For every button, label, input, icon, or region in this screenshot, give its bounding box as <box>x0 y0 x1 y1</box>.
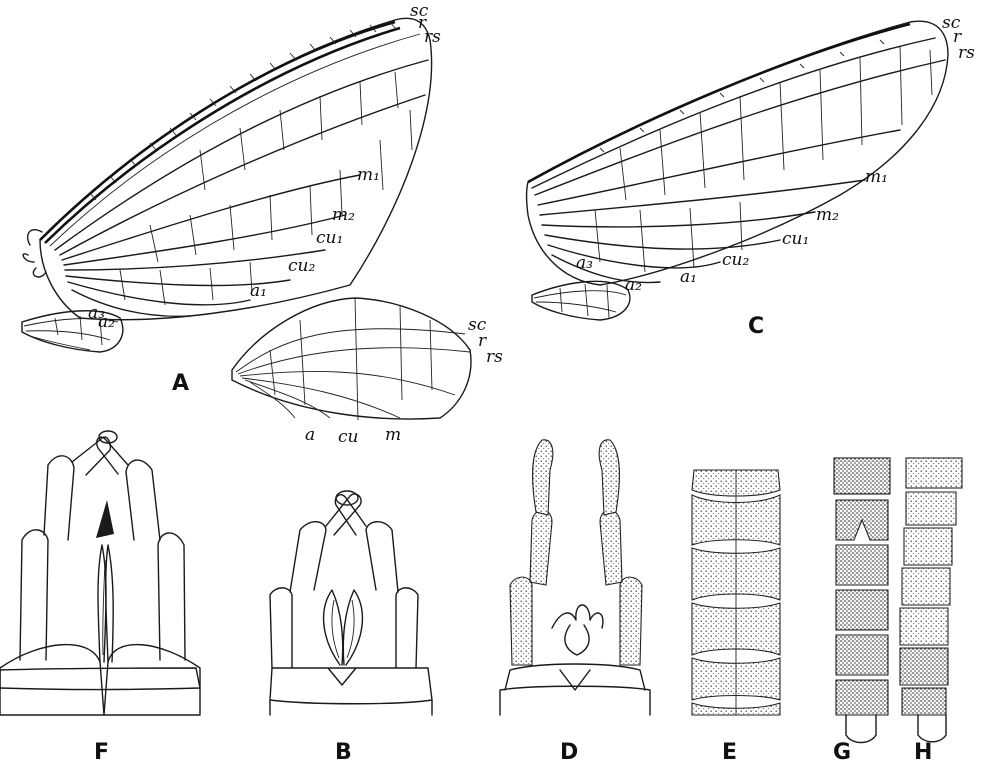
panel-label-D: D <box>560 740 578 764</box>
forewing-A-labels: sc r rs m₁ m₂ cu₁ cu₂ a₁ a₂ a₃ A <box>88 1 441 396</box>
label-A-a3: a₃ <box>88 303 105 323</box>
label-C-rs: rs <box>958 43 975 63</box>
abdomen-H: H <box>900 458 962 764</box>
panel-label-G: G <box>833 740 851 764</box>
label-C-a2: a₂ <box>625 275 642 295</box>
label-C-cu2: cu₂ <box>722 250 749 270</box>
abdomen-E: E <box>692 470 780 764</box>
label-C-m2: m₂ <box>816 205 839 225</box>
genitalia-B: B <box>270 491 432 764</box>
label-A-cu1: cu₁ <box>316 228 343 248</box>
label-hw-rs: rs <box>486 347 503 367</box>
label-A-m2: m₂ <box>332 205 355 225</box>
genitalia-D: D <box>500 440 650 764</box>
label-hw-cu: cu <box>338 427 358 447</box>
abdomen-G: G <box>833 458 890 764</box>
panel-label-F: F <box>94 740 109 764</box>
label-hw-m: m <box>385 425 401 445</box>
panel-label-H: H <box>914 740 932 764</box>
label-C-m1: m₁ <box>865 167 888 187</box>
label-C-cu1: cu₁ <box>782 229 809 249</box>
label-hw-a: a <box>305 425 315 445</box>
label-C-a1: a₁ <box>680 267 697 287</box>
panel-label-C: C <box>748 314 764 339</box>
hindwing-enlarged <box>232 298 471 420</box>
panel-label-B: B <box>335 740 352 764</box>
panel-label-E: E <box>722 740 737 764</box>
label-A-rs: rs <box>424 27 441 47</box>
label-A-cu2: cu₂ <box>288 256 315 276</box>
genitalia-F: F <box>0 431 200 764</box>
forewing-A <box>22 18 432 352</box>
label-C-a3: a₃ <box>576 253 593 273</box>
panel-label-A: A <box>172 371 189 396</box>
label-A-a1: a₁ <box>250 281 267 301</box>
forewing-C-labels: sc r rs m₁ m₂ cu₁ cu₂ a₁ a₂ a₃ C <box>576 13 975 339</box>
label-A-m1: m₁ <box>357 165 380 185</box>
